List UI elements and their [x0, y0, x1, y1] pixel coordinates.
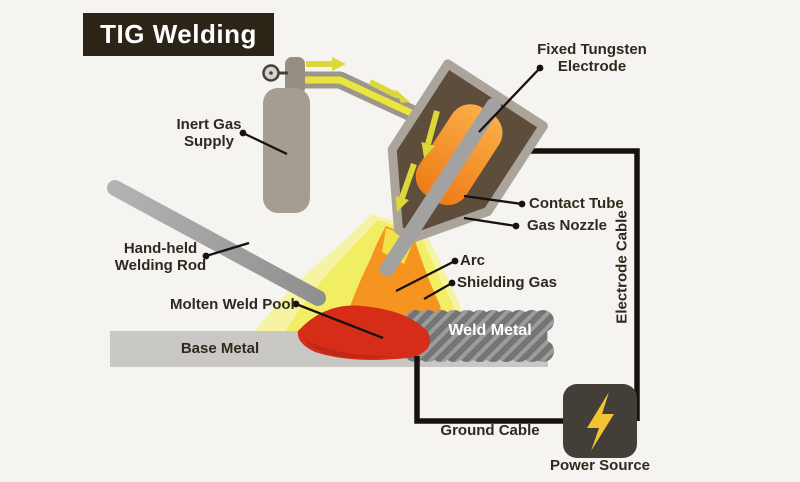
- label-weld-metal: Weld Metal: [448, 322, 532, 339]
- label-fixed-tungsten-electrode: Fixed Tungsten Electrode: [537, 41, 647, 75]
- gas-flow-arrow: [421, 110, 440, 158]
- label-power-source: Power Source: [549, 457, 651, 474]
- leader-inert-gas-supply: [239, 129, 288, 156]
- pressure-gauge-icon: [262, 64, 288, 82]
- gas-flow-arrow: [395, 163, 417, 212]
- welding-torch: [379, 59, 548, 277]
- leader-arc: [395, 257, 459, 293]
- label-gas-nozzle: Gas Nozzle: [527, 217, 608, 234]
- leader-fixed-tungsten-electrode: [478, 64, 544, 133]
- leader-molten-weld-pool: [292, 300, 384, 340]
- tungsten-electrode: [379, 97, 501, 277]
- gas-flow-arrow: [368, 79, 410, 103]
- lightning-bolt-icon: [587, 392, 614, 451]
- molten-weld-pool: [297, 305, 431, 360]
- leader-hand-held-welding-rod: [202, 241, 250, 260]
- label-contact-tube: Contact Tube: [529, 195, 624, 212]
- leader-contact-tube: [463, 194, 526, 208]
- label-hand-held-welding-rod: Hand-held Welding Rod: [114, 240, 207, 274]
- welding-rod: [107, 180, 326, 306]
- leader-lines: [202, 64, 544, 340]
- label-base-metal: Base Metal: [180, 340, 260, 357]
- gas-cylinder: [262, 57, 310, 213]
- label-electrode-cable: Electrode Cable: [613, 210, 631, 324]
- label-ground-cable: Ground Cable: [440, 422, 540, 439]
- ground-cable-line: [414, 356, 564, 424]
- label-inert-gas-supply: Inert Gas Supply: [176, 116, 242, 150]
- label-molten-weld-pool: Molten Weld Pool: [170, 296, 295, 313]
- gas-flow-arrow: [306, 57, 346, 71]
- power-source-box: [563, 384, 637, 458]
- diagram-title: TIG Welding: [83, 13, 274, 56]
- leader-shielding-gas: [423, 279, 456, 300]
- leader-gas-nozzle: [463, 216, 520, 230]
- label-arc: Arc: [460, 252, 486, 269]
- label-shielding-gas: Shielding Gas: [457, 274, 558, 291]
